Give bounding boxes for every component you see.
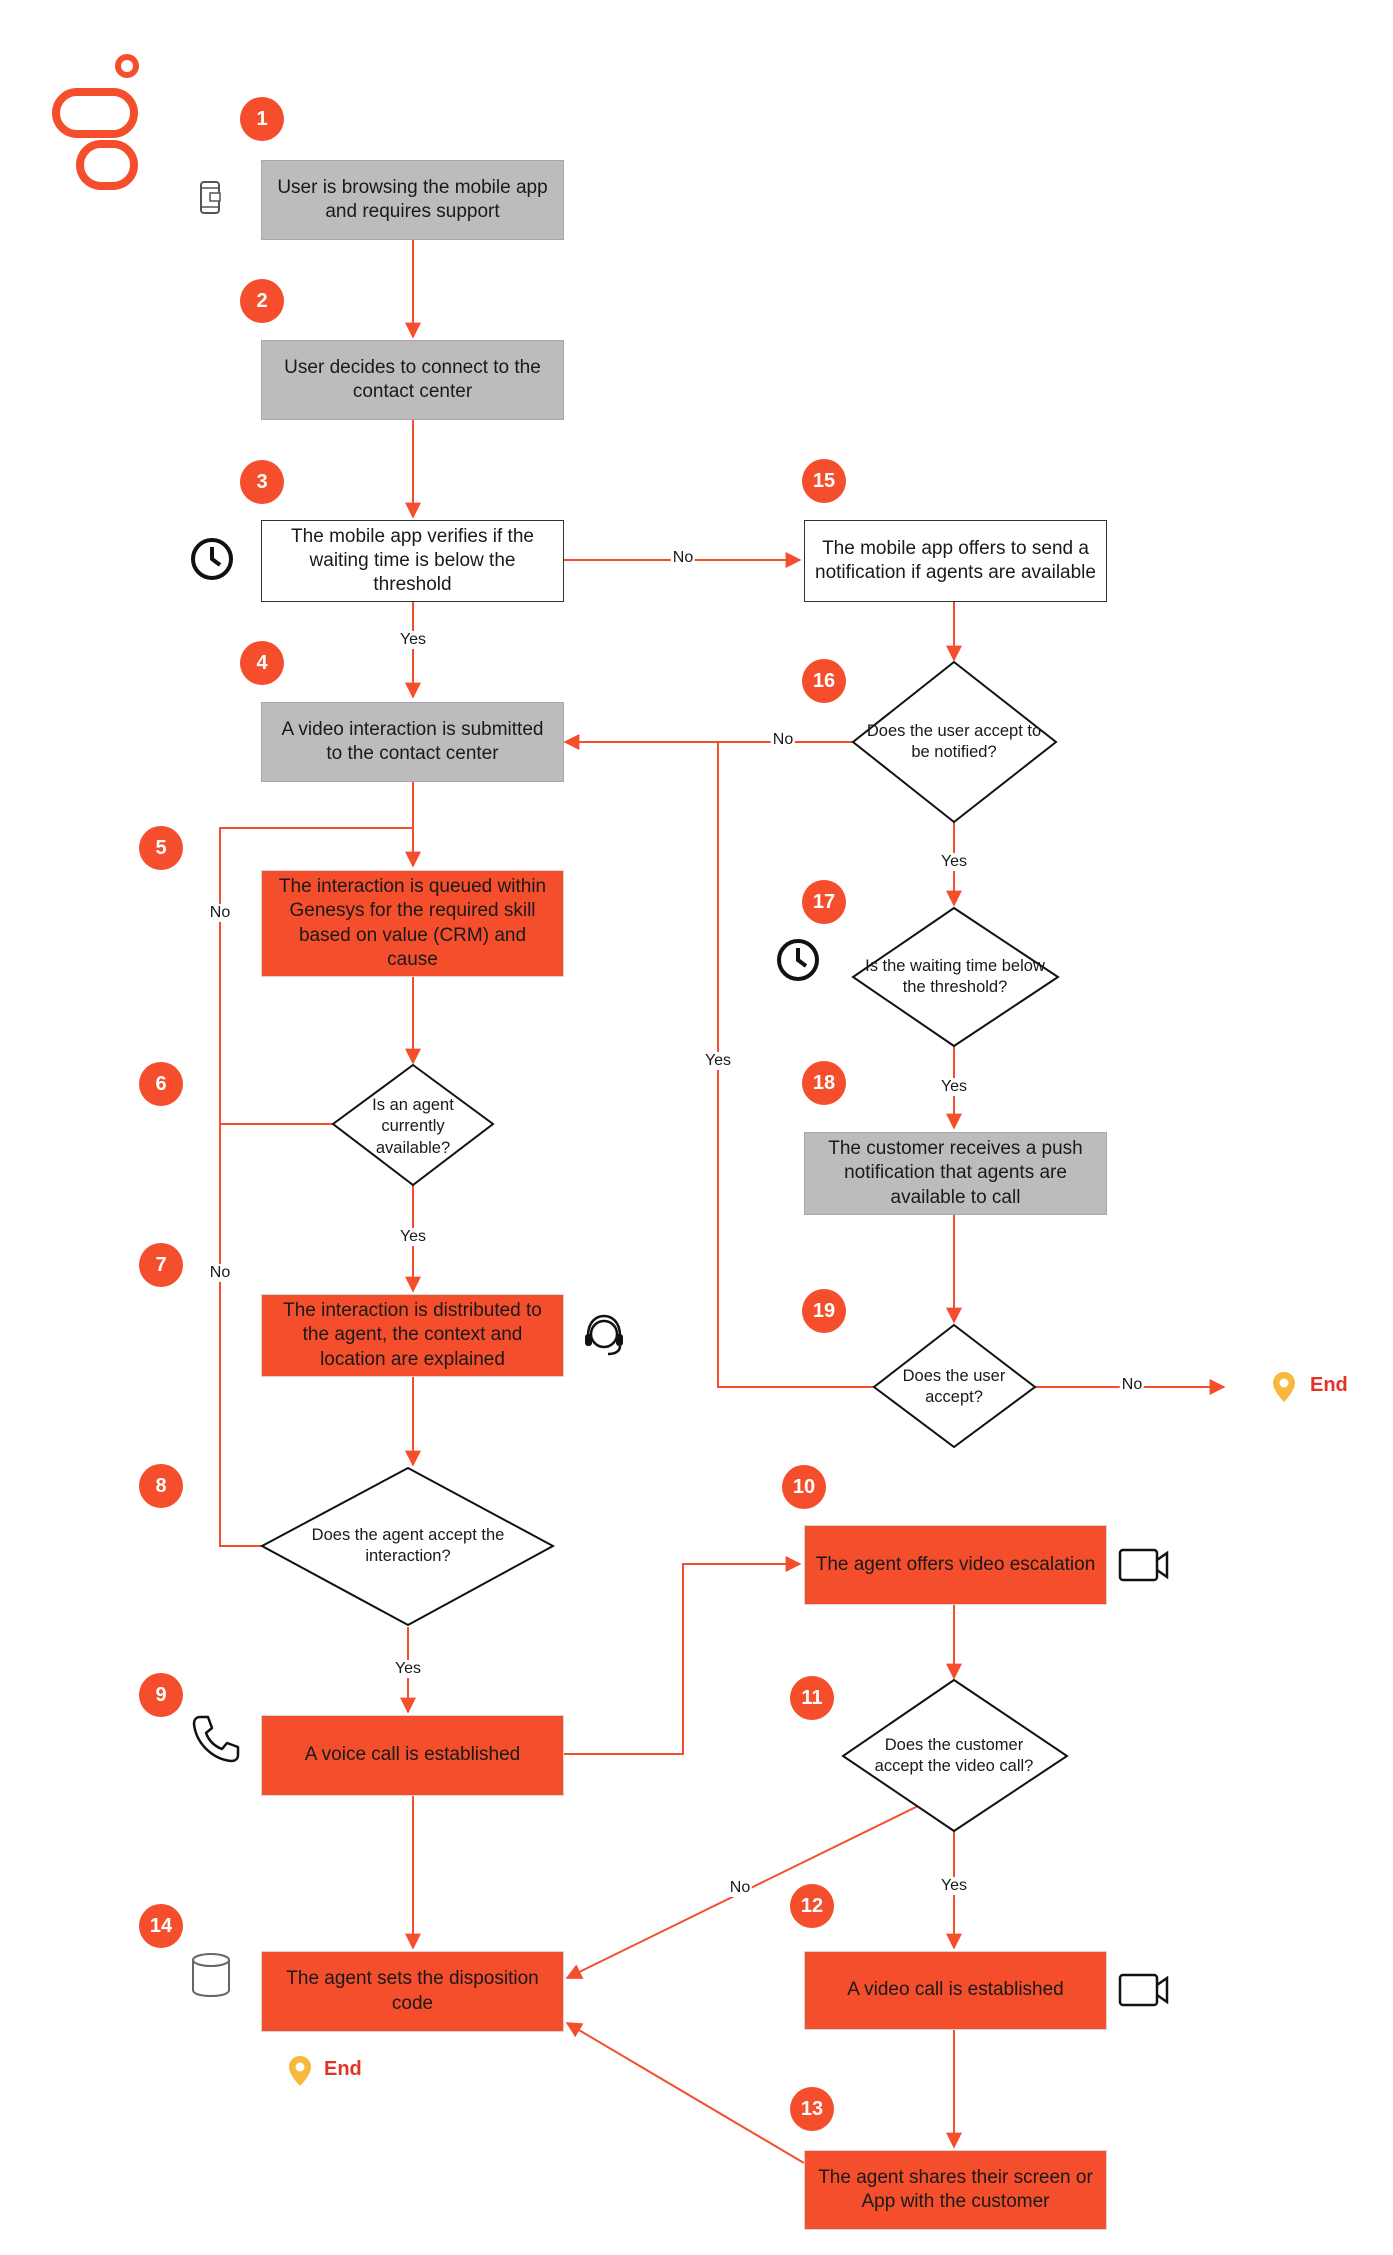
step-1-badge: 1 xyxy=(240,97,284,141)
step-18-badge: 18 xyxy=(802,1061,846,1105)
edge-label-8-yes: Yes xyxy=(392,1660,424,1678)
step-11-badge: 11 xyxy=(790,1676,834,1720)
clock-icon xyxy=(775,937,821,983)
step-2-text: User decides to connect to the contact c… xyxy=(284,356,541,402)
step-14-text: The agent sets the disposition code xyxy=(286,1968,539,2014)
step-17-badge: 17 xyxy=(802,880,846,924)
step-7-badge: 7 xyxy=(139,1243,183,1287)
headset-icon xyxy=(580,1310,628,1358)
phone-icon xyxy=(190,1713,242,1765)
step-3-text: The mobile app verifies if the waiting t… xyxy=(291,525,534,596)
step-10-box: The agent offers video escalation xyxy=(804,1525,1107,1605)
database-icon xyxy=(190,1952,232,1998)
genesys-logo xyxy=(50,52,150,194)
step-5-box: The interaction is queued within Genesys… xyxy=(261,870,564,977)
step-6-badge: 6 xyxy=(139,1062,183,1106)
edge-label-16-yes: Yes xyxy=(938,853,970,871)
step-4-text: A video interaction is submitted to the … xyxy=(281,718,544,764)
step-12-box: A video call is established xyxy=(804,1951,1107,2030)
step-12-text: A video call is established xyxy=(847,1979,1064,2001)
edge-19-4 xyxy=(717,742,874,1388)
step-3-box: The mobile app verifies if the waiting t… xyxy=(261,520,564,602)
location-pin-icon xyxy=(1272,1371,1296,1403)
step-14-box: The agent sets the disposition code xyxy=(261,1951,564,2032)
step-9-badge: 9 xyxy=(139,1673,183,1717)
edge-label-19-no: No xyxy=(1119,1376,1145,1394)
diamond-11 xyxy=(841,1678,1069,1833)
diamond-19 xyxy=(872,1323,1037,1449)
diamond-6 xyxy=(331,1063,495,1187)
edge-label-11-no: No xyxy=(727,1879,753,1897)
step-6-text: Is an agent currently available? xyxy=(372,1095,454,1157)
step-17-text: Is the waiting time below the threshold? xyxy=(865,956,1045,996)
step-5-text: The interaction is queued within Genesys… xyxy=(278,875,547,970)
step-18-box: The customer receives a push notificatio… xyxy=(804,1132,1107,1215)
step-7-box: The interaction is distributed to the ag… xyxy=(261,1294,564,1377)
step-13-text: The agent shares their screen or App wit… xyxy=(818,2166,1093,2212)
step-4-badge: 4 xyxy=(240,641,284,685)
diamond-17 xyxy=(851,906,1060,1048)
step-14-badge: 14 xyxy=(139,1904,183,1948)
diamond-16 xyxy=(851,660,1058,824)
edge-label-3-yes: Yes xyxy=(397,631,429,649)
end-label-right: End xyxy=(1310,1374,1348,1396)
edge-label-19-yes: Yes xyxy=(702,1052,734,1070)
edge-loop-no xyxy=(219,827,413,1547)
edge-label-11-yes: Yes xyxy=(938,1877,970,1895)
step-19-badge: 19 xyxy=(802,1289,846,1333)
step-3-badge: 3 xyxy=(240,460,284,504)
edge-label-6-yes: Yes xyxy=(397,1228,429,1246)
step-1-text: User is browsing the mobile app and requ… xyxy=(277,176,548,222)
edge-label-16-no: No xyxy=(770,731,796,749)
step-16-text: Does the user accept to be notified? xyxy=(866,721,1042,761)
end-label-bottom: End xyxy=(324,2058,362,2080)
edge-label-3-no: No xyxy=(670,549,696,567)
step-7-text: The interaction is distributed to the ag… xyxy=(283,1300,542,1370)
mobile-phone-icon xyxy=(198,180,224,216)
step-2-box: User decides to connect to the contact c… xyxy=(261,340,564,420)
location-pin-icon xyxy=(288,2055,312,2087)
step-9-text: A voice call is established xyxy=(304,1744,521,1766)
step-2-badge: 2 xyxy=(240,279,284,323)
step-12-badge: 12 xyxy=(790,1884,834,1928)
step-13-badge: 13 xyxy=(790,2087,834,2131)
step-19-text: Does the user accept? xyxy=(902,1366,1006,1406)
step-1-box: User is browsing the mobile app and requ… xyxy=(261,160,564,240)
step-10-badge: 10 xyxy=(782,1465,826,1509)
step-15-badge: 15 xyxy=(802,459,846,503)
step-9-box: A voice call is established xyxy=(261,1715,564,1796)
edge-9-10 xyxy=(563,1556,802,1755)
video-camera-icon xyxy=(1118,1973,1170,2007)
step-10-text: The agent offers video escalation xyxy=(815,1553,1096,1575)
step-16-badge: 16 xyxy=(802,659,846,703)
diamond-8 xyxy=(259,1466,556,1627)
step-5-badge: 5 xyxy=(139,826,183,870)
edge-13-14 xyxy=(565,2022,805,2164)
step-18-text: The customer receives a push notificatio… xyxy=(828,1138,1083,1208)
edge-label-17-yes: Yes xyxy=(938,1078,970,1096)
step-4-box: A video interaction is submitted to the … xyxy=(261,702,564,782)
video-camera-icon xyxy=(1118,1548,1170,1582)
step-8-badge: 8 xyxy=(139,1464,183,1508)
step-13-box: The agent shares their screen or App wit… xyxy=(804,2150,1107,2230)
step-15-text: The mobile app offers to send a notifica… xyxy=(815,537,1096,583)
step-11-text: Does the customer accept the video call? xyxy=(874,1735,1034,1775)
clock-icon xyxy=(189,536,235,582)
edge-label-8-no: No xyxy=(207,1264,233,1282)
step-15-box: The mobile app offers to send a notifica… xyxy=(804,520,1107,602)
edge-label-6-no: No xyxy=(207,904,233,922)
step-8-text: Does the agent accept the interaction? xyxy=(311,1525,505,1565)
